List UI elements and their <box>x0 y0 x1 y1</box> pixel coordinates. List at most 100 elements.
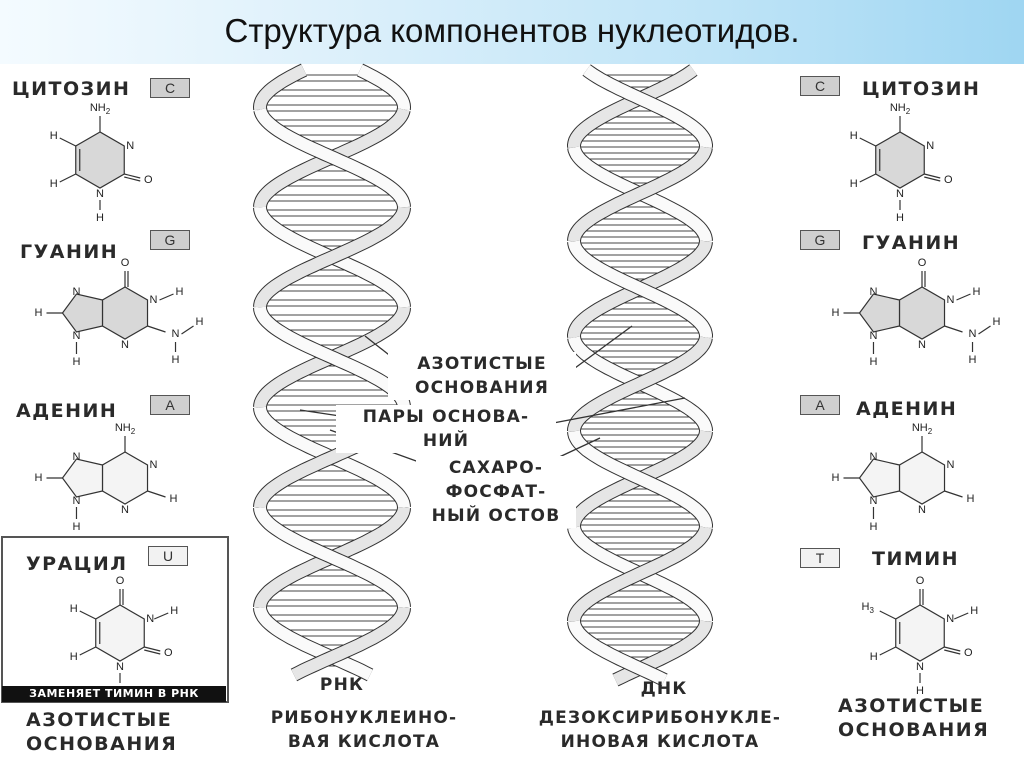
rna-base-rung <box>260 299 404 307</box>
atom-h: H <box>850 178 858 190</box>
left-adenine-label: АДЕНИН <box>16 400 118 422</box>
atom-h: H <box>172 354 180 366</box>
atom-o: O <box>944 174 953 186</box>
atom-h: H <box>70 651 78 663</box>
atom-h: H <box>993 316 1001 328</box>
dna-full-name: ДЕЗОКСИРИБОНУКЛЕ- ИНОВАЯ КИСЛОТА <box>500 706 820 754</box>
atom-o: O <box>964 647 973 659</box>
atom-n: N <box>896 188 904 200</box>
callout-pairs-line2: НИЙ <box>422 431 470 451</box>
atom-n: N <box>126 140 134 152</box>
dna-base-rung <box>574 146 706 154</box>
left-guanine-code: G <box>150 230 190 250</box>
atom-h: H <box>973 286 981 298</box>
left-footer-line2: ОСНОВАНИЯ <box>26 733 178 755</box>
dna-base-rung <box>575 230 705 238</box>
dna-base-rung <box>575 134 705 142</box>
atom-h: H <box>176 286 184 298</box>
callout-line-bases-dna <box>574 325 633 369</box>
slide-title: Структура компонентов нуклеотидов. <box>224 12 800 49</box>
dna-base-rung <box>582 506 698 514</box>
atom-n: N <box>947 294 955 306</box>
dna-helix <box>566 64 714 687</box>
left-uracil-label: УРАЦИЛ <box>26 553 128 575</box>
atom-n: N <box>116 661 124 673</box>
atom-n: N <box>73 286 81 298</box>
atom-n: N <box>150 294 158 306</box>
left-footer-line1: АЗОТИСТЫЕ <box>26 709 173 731</box>
atom-h: H <box>870 651 878 663</box>
atom-h: H <box>870 521 878 533</box>
atom-h: H <box>50 130 58 142</box>
right-footer-line2: ОСНОВАНИЯ <box>838 719 990 741</box>
atom-n: N <box>146 613 154 625</box>
dna-full-line1: ДЕЗОКСИРИБОНУКЛЕ- <box>538 708 782 728</box>
atom-n: N <box>172 328 180 340</box>
dna-base-rung <box>574 422 706 430</box>
atom-n: N <box>918 504 926 516</box>
dna-base-rung <box>584 350 696 358</box>
rna-base-rung <box>263 314 401 322</box>
rna-base-rung <box>259 104 405 112</box>
callout-pairs-line1: ПАРЫ ОСНОВА- <box>362 407 530 427</box>
callout-backbone-line1: САХАРО- <box>448 458 544 478</box>
right-footer: АЗОТИСТЫЕ ОСНОВАНИЯ <box>838 694 989 742</box>
dna-base-rung <box>582 158 698 166</box>
right-adenine-code: A <box>800 395 840 415</box>
right-footer-line1: АЗОТИСТЫЕ <box>838 695 985 717</box>
dna-base-rung <box>583 254 697 262</box>
atom-o: O <box>116 575 125 587</box>
atom-h: H <box>170 605 178 617</box>
dna-base-rung <box>586 446 694 454</box>
rna-base-rung <box>263 614 401 622</box>
right-thymine-label: ТИМИН <box>872 548 960 570</box>
left-uracil-structure: NNOHHOHH <box>70 575 178 697</box>
right-guanine-label: ГУАНИН <box>862 232 961 254</box>
uracil-note: ЗАМЕНЯЕТ ТИМИН В РНК <box>2 686 226 702</box>
right-cytosine-code: C <box>800 76 840 96</box>
atom-n: N <box>870 451 878 463</box>
atom-h: H <box>170 493 178 505</box>
rna-base-rung <box>266 89 398 97</box>
left-cytosine-label: ЦИТОЗИН <box>12 78 131 100</box>
callout-backbone-line2: ФОСФАТ- <box>445 482 547 502</box>
atom-h: H <box>832 472 840 484</box>
atom-h: H <box>970 605 978 617</box>
atom-h: H <box>969 354 977 366</box>
right-adenine-label: АДЕНИН <box>856 398 958 420</box>
atom-n: N <box>121 339 129 351</box>
rna-full-line1: РИБОНУКЛЕИНО- <box>270 708 458 728</box>
callout-base-pairs: ПАРЫ ОСНОВА- НИЙ <box>336 405 556 453</box>
atom-o: O <box>121 257 130 269</box>
atom-h: H <box>73 521 81 533</box>
rna-full-line2: ВАЯ КИСЛОТА <box>287 732 441 752</box>
uracil-box <box>1 536 229 703</box>
atom-h: H <box>832 307 840 319</box>
atom-h: H <box>35 472 43 484</box>
rna-base-rung <box>260 599 404 607</box>
dna-abbr: ДНК <box>640 679 688 699</box>
rna-base-rung <box>272 584 392 592</box>
dna-strand-2 <box>567 64 714 687</box>
atom-nh2: NH2 <box>890 102 911 116</box>
atom-h: H <box>896 212 904 224</box>
atom-nh2: NH2 <box>90 102 111 116</box>
left-footer: АЗОТИСТЫЕ ОСНОВАНИЯ <box>26 708 177 756</box>
dna-base-rung <box>586 218 694 226</box>
callout-line-pairs-rna <box>299 409 341 417</box>
atom-nh2: NH2 <box>115 422 136 436</box>
atom-h: H <box>870 356 878 368</box>
callout-bases-line1: АЗОТИСТЫЕ <box>417 354 547 374</box>
rna-helix <box>252 63 412 682</box>
left-uracil-code: U <box>148 546 188 566</box>
atom-n: N <box>916 661 924 673</box>
rna-base-rung <box>268 119 396 127</box>
atom-n: N <box>926 140 934 152</box>
dna-base-rung <box>573 614 707 622</box>
atom-h3c: H3 <box>862 601 875 615</box>
